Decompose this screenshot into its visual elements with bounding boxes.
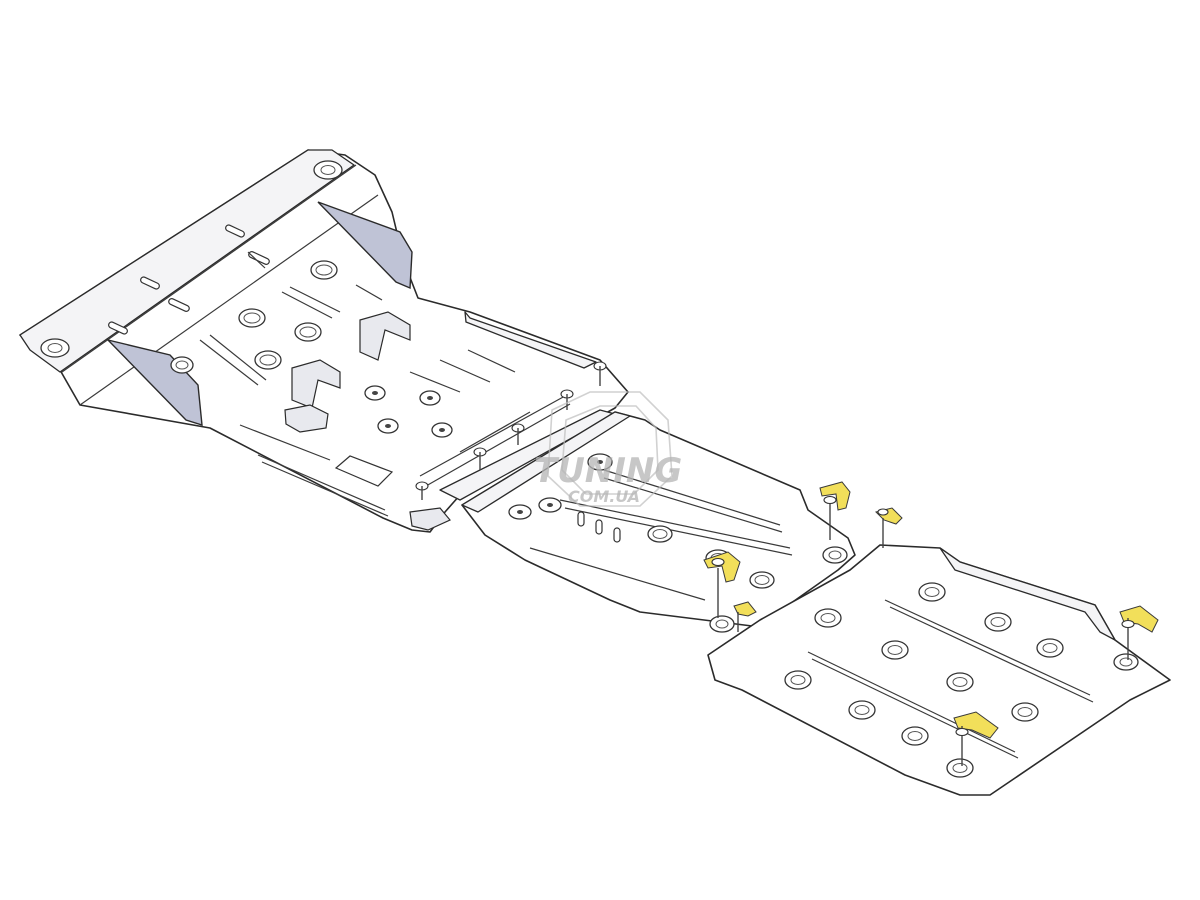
mounting-clip <box>284 404 329 433</box>
engine-plate-holes <box>170 260 453 438</box>
rear-plate-mount <box>946 653 1139 778</box>
watermark-domain: COM.UA <box>568 487 640 506</box>
right-side-bracket <box>317 201 413 290</box>
watermark-brand: TUNING <box>534 451 682 491</box>
flange-bolt <box>313 160 343 180</box>
watermark-logo: TUNING COM.UA <box>534 391 682 507</box>
mounting-clip <box>409 507 451 531</box>
yellow-bracket-bolt <box>875 507 903 548</box>
linking-bolts <box>415 361 607 500</box>
yellow-bracket-bolt <box>703 551 741 618</box>
mounting-clip <box>359 311 411 361</box>
rear-transfer-plate <box>707 544 1171 796</box>
engine-plate-cutout <box>334 455 394 487</box>
middle-plate-slots <box>577 511 621 543</box>
mounting-clip <box>291 359 341 409</box>
yellow-bracket-bolt <box>953 711 999 766</box>
yellow-bracket-bolt <box>819 481 851 540</box>
middle-gearbox-plate <box>461 411 856 633</box>
engine-plate-ribs <box>199 251 516 517</box>
yellow-bracket-bolt <box>733 601 757 632</box>
left-side-bracket <box>105 338 203 426</box>
rear-plate-holes <box>784 582 1064 746</box>
flange-bolt <box>40 338 70 358</box>
yellow-bracket-bolt <box>1119 605 1159 660</box>
middle-plate-mount <box>709 546 848 633</box>
front-engine-plate <box>19 149 629 533</box>
front-plate-rear-flange <box>464 311 597 369</box>
